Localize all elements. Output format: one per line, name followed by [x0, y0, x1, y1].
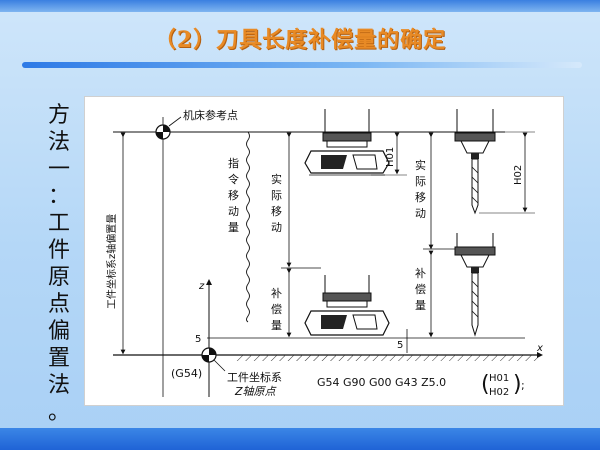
work-origin-leader — [213, 359, 226, 372]
command-move-char: 移 — [228, 189, 239, 202]
slide-title: （2）刀具长度补偿量的确定 — [153, 27, 447, 53]
actual-move-1-char: 实 — [271, 172, 282, 186]
code-line: G54 G90 G00 G43 Z5.0 — [317, 376, 446, 389]
comp-2-char: 补 — [415, 267, 426, 280]
tool-2-bottom — [454, 233, 496, 337]
z-axis-label: z — [198, 281, 205, 292]
method-char: 件 — [47, 238, 70, 263]
h01-label: H01 — [385, 147, 396, 167]
method-char: 法 — [47, 373, 70, 398]
command-move-char: 量 — [228, 221, 239, 234]
method-char: 置 — [47, 346, 70, 371]
work-origin-fill — [202, 348, 216, 362]
method-char: 工 — [47, 211, 70, 236]
actual-move-2-char: 移 — [415, 191, 426, 204]
bottom-band — [0, 428, 600, 450]
work-origin-label-2: Z轴原点 — [234, 385, 278, 398]
comp-2-char: 偿 — [415, 282, 426, 296]
method-char: 。 — [47, 400, 70, 425]
diagram-svg: x 5 工件坐标系z轴偏置量 机床参考点 z (G54) 工件坐标系 Z轴原点 … — [105, 108, 543, 398]
actual-move-2-char: 动 — [415, 207, 426, 220]
comp-1-char: 补 — [271, 287, 282, 300]
command-move-char: 令 — [228, 172, 239, 186]
tool-1-top — [304, 109, 390, 174]
code-paren-close: ) — [513, 372, 522, 397]
method-char: 一 — [47, 157, 70, 182]
code-h01: H01 — [489, 373, 509, 384]
command-move-char: 指 — [228, 156, 239, 170]
code-h02: H02 — [489, 387, 509, 398]
title-rule — [22, 62, 582, 68]
code-end: ; — [521, 379, 525, 392]
tool-2-top — [454, 109, 496, 215]
method-char: 法 — [47, 130, 70, 155]
code-paren-open: ( — [481, 372, 490, 397]
method-char: 偏 — [47, 319, 70, 344]
method-caption: 方 法 一 ： 工 件 原 点 偏 置 法 。 — [40, 102, 78, 426]
work-origin-label-1: 工件坐标系 — [227, 370, 282, 384]
ground-hatch — [235, 355, 540, 361]
tool-length-diagram: x 5 工件坐标系z轴偏置量 机床参考点 z (G54) 工件坐标系 Z轴原点 … — [84, 96, 564, 406]
tool-1-bottom — [304, 275, 390, 336]
machine-ref-point-fill — [156, 125, 170, 139]
method-char: 方 — [47, 103, 70, 128]
actual-move-1-char: 际 — [271, 189, 282, 202]
comp-1-char: 偿 — [271, 302, 282, 316]
machine-ref-label: 机床参考点 — [183, 108, 238, 122]
top-band — [0, 0, 600, 12]
command-move-wavy-line — [246, 131, 250, 323]
comp-1-char: 量 — [271, 319, 282, 332]
actual-move-2-char: 实 — [415, 158, 426, 172]
command-move-char: 动 — [228, 205, 239, 218]
actual-move-1-char: 移 — [271, 205, 282, 218]
five-label-left: 5 — [195, 334, 201, 345]
actual-move-1-char: 动 — [271, 221, 282, 234]
x-axis-label: x — [536, 343, 543, 354]
method-char: 点 — [47, 292, 70, 317]
method-char: ： — [47, 184, 70, 209]
h02-label: H02 — [513, 165, 524, 185]
five-label-right: 5 — [397, 340, 403, 351]
machine-ref-leader — [168, 116, 182, 127]
method-char: 原 — [47, 265, 70, 290]
actual-move-2-char: 际 — [415, 175, 426, 188]
comp-2-char: 量 — [415, 299, 426, 312]
left-axis-label: 工件坐标系z轴偏置量 — [105, 214, 118, 309]
g54-label: (G54) — [171, 367, 202, 380]
